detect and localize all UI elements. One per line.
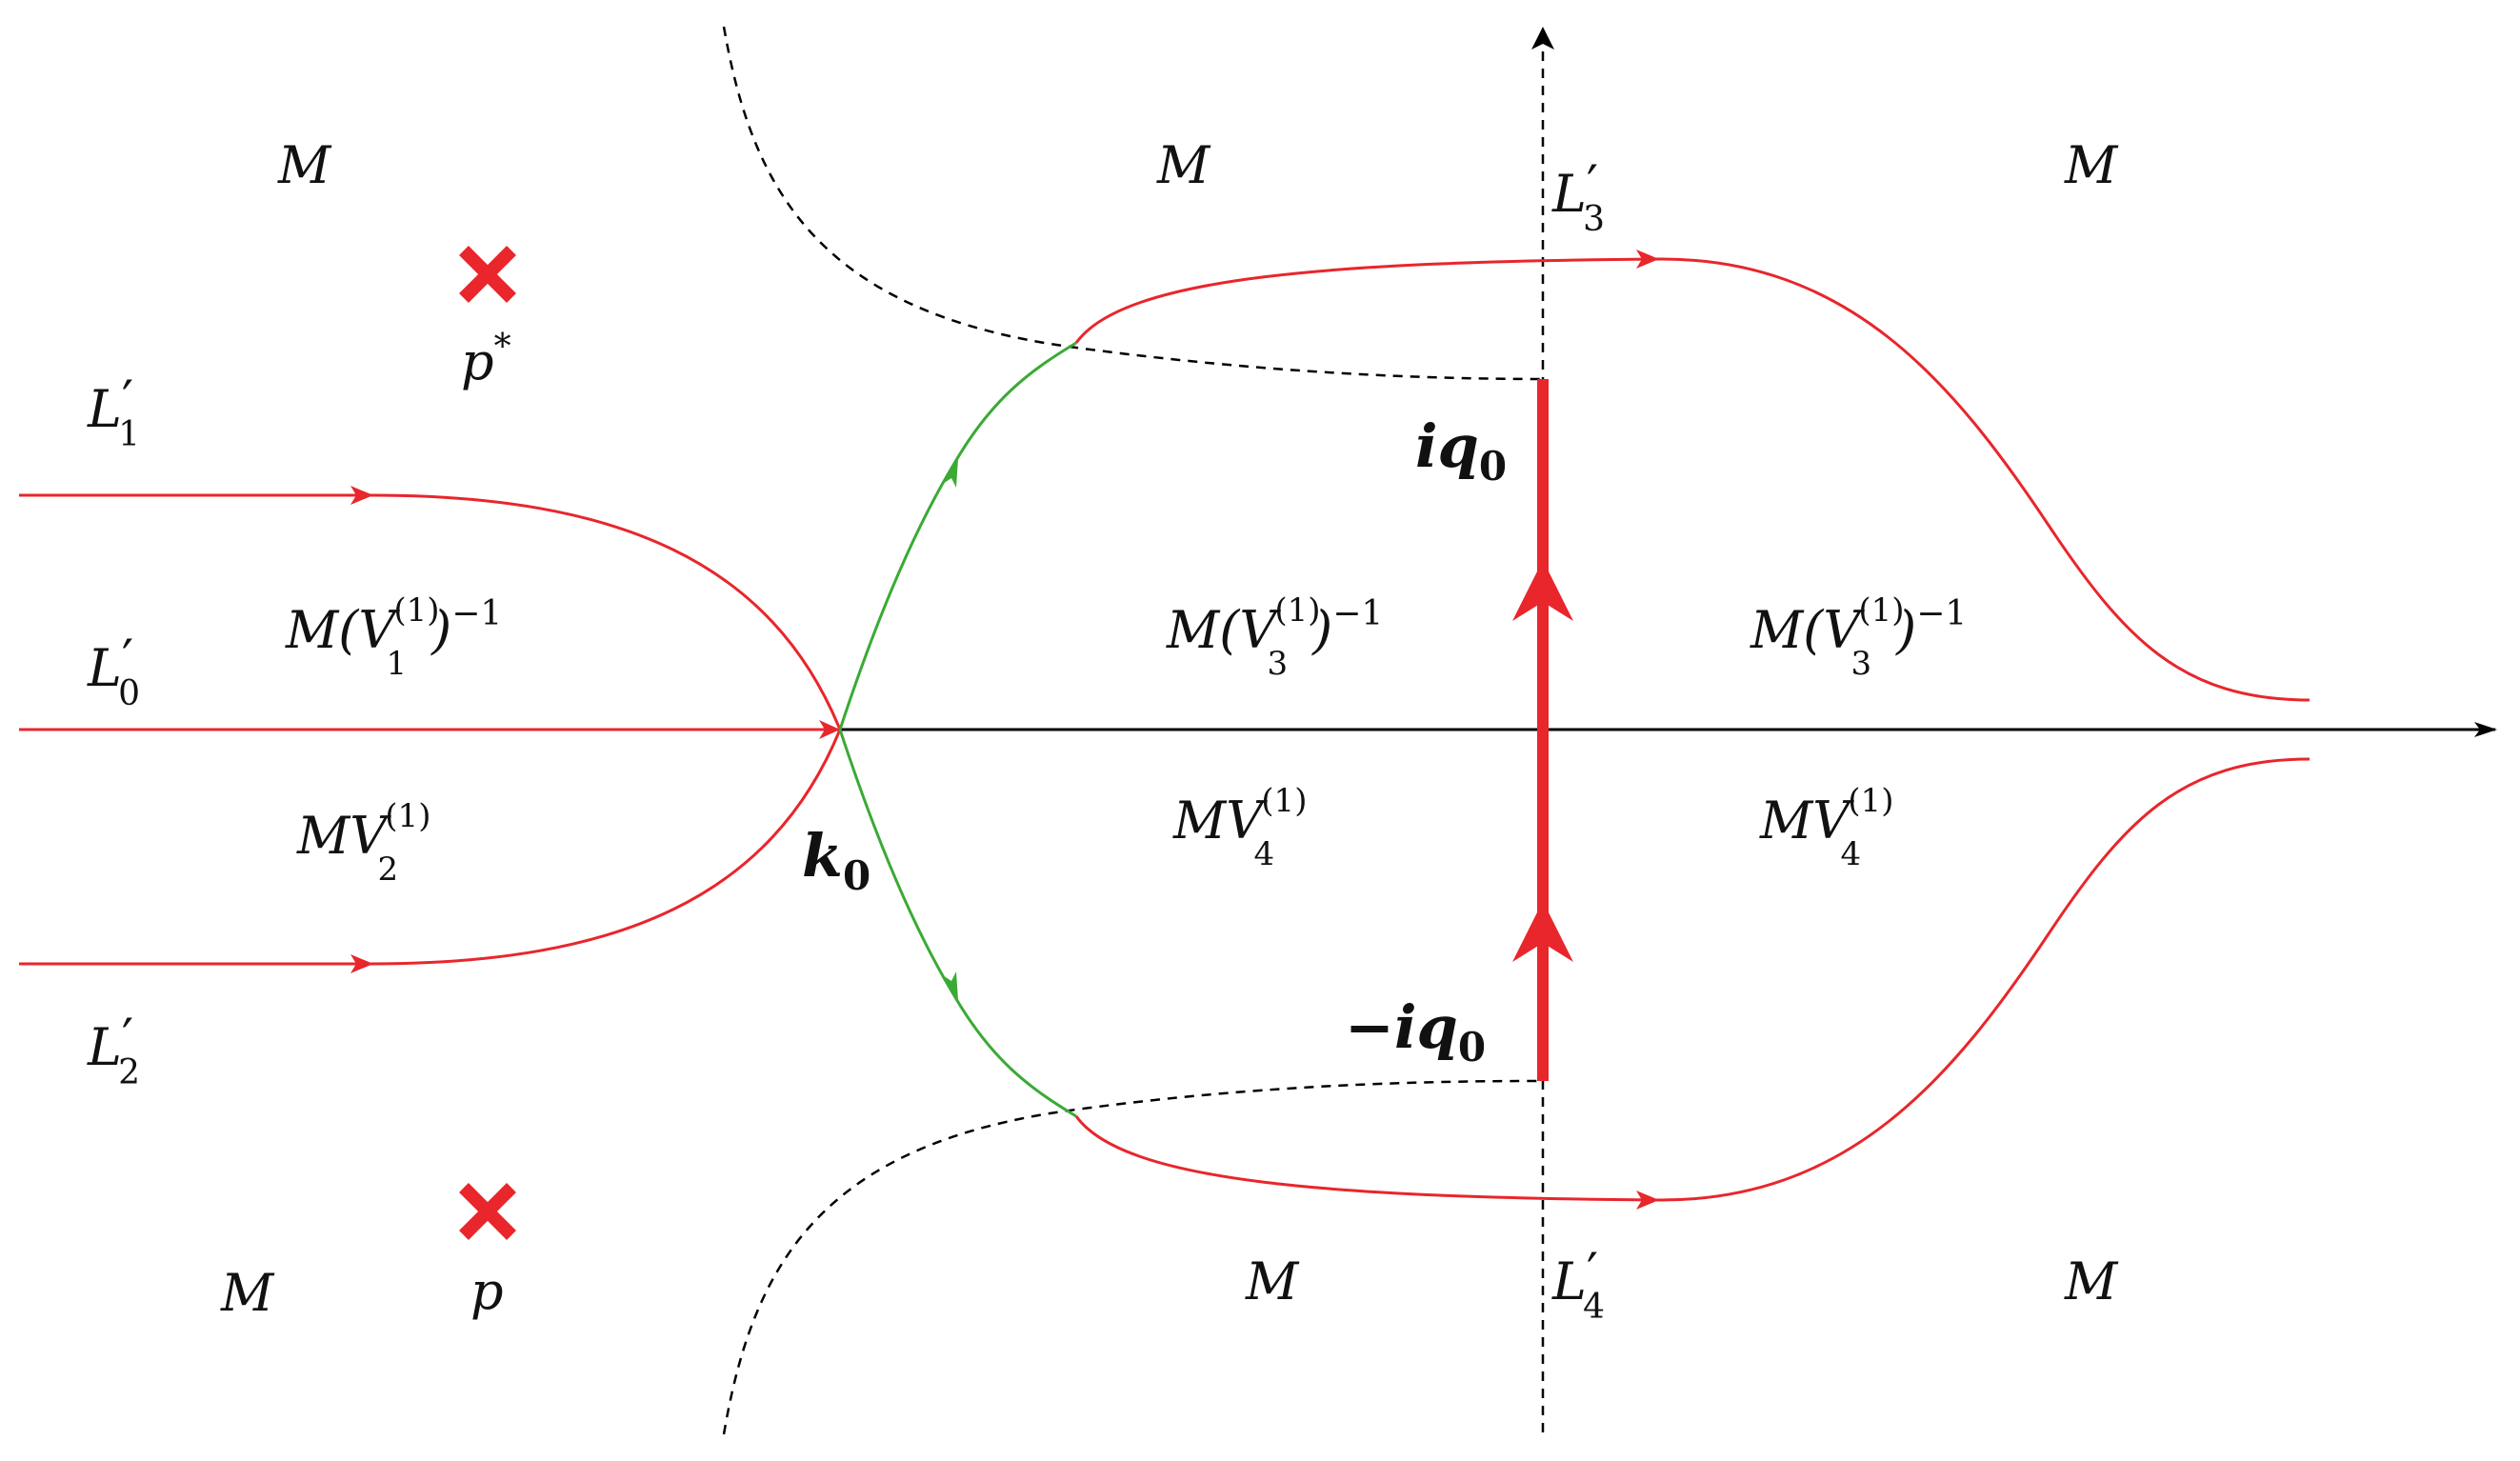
label-L3: L′3 xyxy=(1551,154,1605,239)
label-MV4-b: MV(1)4 xyxy=(1759,782,1893,873)
region-label-top-right: M xyxy=(2064,135,2119,195)
region-label-top-mid: M xyxy=(1156,135,1211,195)
label-L1: L′1 xyxy=(87,370,140,454)
label-MV4-a: MV(1)4 xyxy=(1172,782,1307,873)
contour-L3-arrow xyxy=(1636,250,1659,269)
contour-L0-arrow xyxy=(819,720,840,739)
green-path-lower xyxy=(838,729,1077,1118)
green-path-upper xyxy=(838,341,1077,730)
label-MV3inv-b: M(V(1)3)−1 xyxy=(1750,591,1967,683)
label-L2: L′2 xyxy=(87,1008,140,1092)
label-MV3inv-a: M(V(1)3)−1 xyxy=(1166,591,1383,683)
green-path-lower-arrow xyxy=(943,971,958,1000)
contour-L2 xyxy=(19,729,842,966)
label-L4: L′4 xyxy=(1551,1242,1605,1327)
label-pstar: p* xyxy=(461,328,511,391)
pole-pstar-marker xyxy=(459,246,516,303)
region-label-bot-right: M xyxy=(2064,1251,2119,1311)
contour-L4-arrow xyxy=(1636,1191,1659,1210)
contour-L4 xyxy=(1074,757,2310,1202)
label-MV1inv: M(V(1)1)−1 xyxy=(285,591,502,683)
green-path-upper-arrow xyxy=(943,459,958,488)
label-neg-iq0: −iq0 xyxy=(1345,992,1486,1071)
label-p: p xyxy=(470,1261,504,1321)
contour-L1 xyxy=(19,493,842,730)
region-label-bot-mid: M xyxy=(1245,1251,1300,1311)
dashed-curve-upper xyxy=(722,26,1544,381)
dashed-curve-lower xyxy=(722,1079,1544,1435)
region-label-bot-left: M xyxy=(220,1263,275,1323)
region-label-top-left: M xyxy=(277,135,332,195)
branch-cut-arrow-lower xyxy=(1512,901,1573,962)
label-k0: k0 xyxy=(802,821,870,899)
label-iq0: iq0 xyxy=(1415,411,1507,490)
contour-L2-arrow xyxy=(350,954,373,973)
pole-p-marker xyxy=(459,1183,516,1240)
contour-L3 xyxy=(1074,257,2310,702)
contour-L1-arrow xyxy=(350,486,373,505)
branch-cut-arrow-upper xyxy=(1512,560,1573,621)
imaginary-axis-arrowhead xyxy=(1531,27,1554,50)
label-MV2: MV(1)2 xyxy=(296,797,430,889)
label-L0: L′0 xyxy=(87,629,140,713)
